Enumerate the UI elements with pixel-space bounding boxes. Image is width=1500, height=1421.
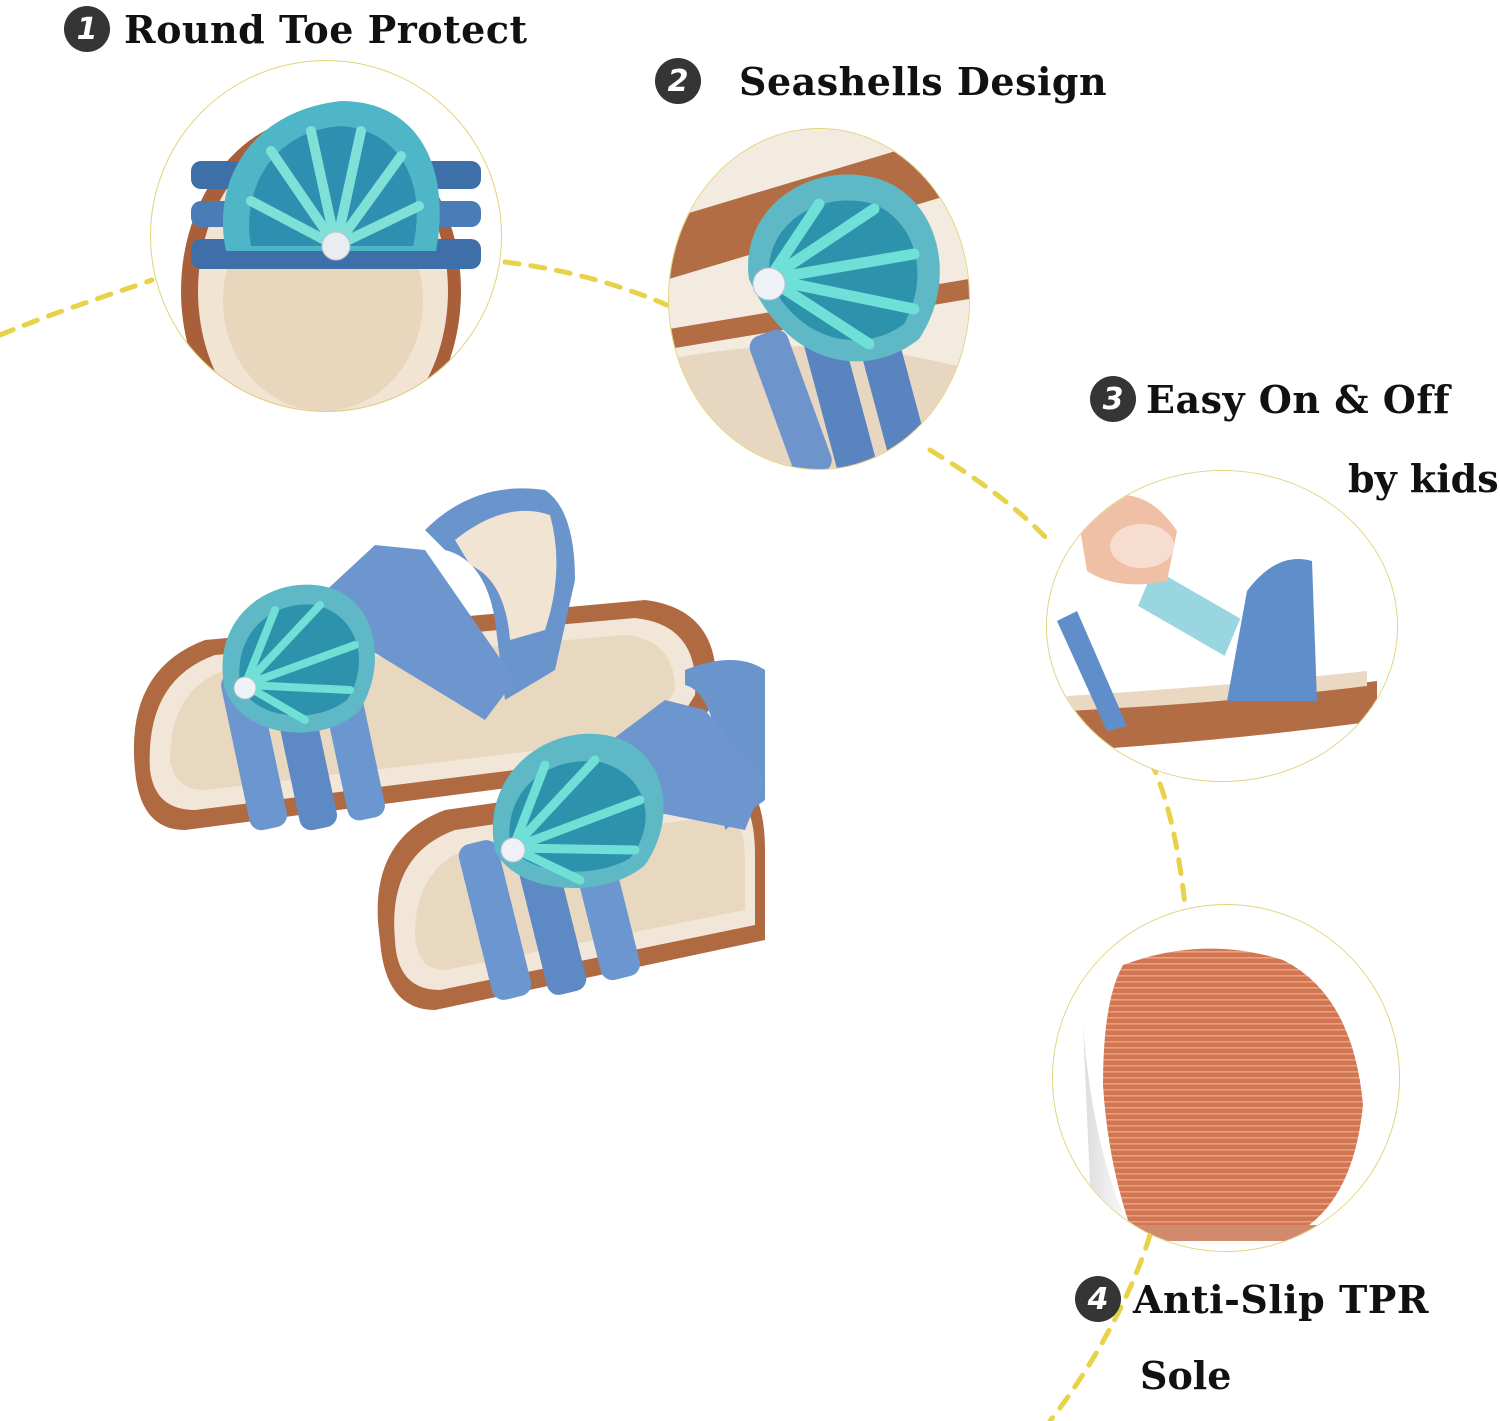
feature-title-2: Seashells Design	[739, 58, 1108, 104]
feature-label-1: 1 Round Toe Protect	[64, 6, 528, 52]
feature-label-2: 2 Seashells Design	[655, 58, 1107, 104]
hand-opening-strap-illustration	[1047, 471, 1397, 781]
sandal-pair-illustration	[133, 488, 765, 1010]
feature-label-3: 3 Easy On & Off	[1090, 376, 1450, 422]
detail-image-seashell	[668, 128, 970, 470]
feature-label-4: 4 Anti-Slip TPR	[1075, 1276, 1429, 1322]
number-badge-2: 2	[655, 58, 701, 104]
number-badge-3: 3	[1090, 376, 1136, 422]
detail-image-toe	[150, 60, 502, 412]
number-badge-4: 4	[1075, 1276, 1121, 1322]
feature-title-1: Round Toe Protect	[124, 6, 528, 52]
seashell-closeup-illustration	[669, 129, 969, 469]
detail-image-velcro-strap	[1046, 470, 1398, 782]
feature-subtitle-4: Sole	[1140, 1353, 1232, 1398]
feature-title-4: Anti-Slip TPR	[1133, 1276, 1429, 1322]
outsole-tread-illustration	[1053, 905, 1399, 1251]
feature-title-3: Easy On & Off	[1146, 376, 1451, 422]
feature-subtitle-3: by kids	[1348, 456, 1499, 501]
sandal-toe-illustration	[181, 101, 481, 411]
number-badge-1: 1	[64, 6, 110, 52]
detail-image-outsole	[1052, 904, 1400, 1252]
main-product-image	[125, 470, 765, 1090]
front-sandal	[377, 660, 765, 1010]
